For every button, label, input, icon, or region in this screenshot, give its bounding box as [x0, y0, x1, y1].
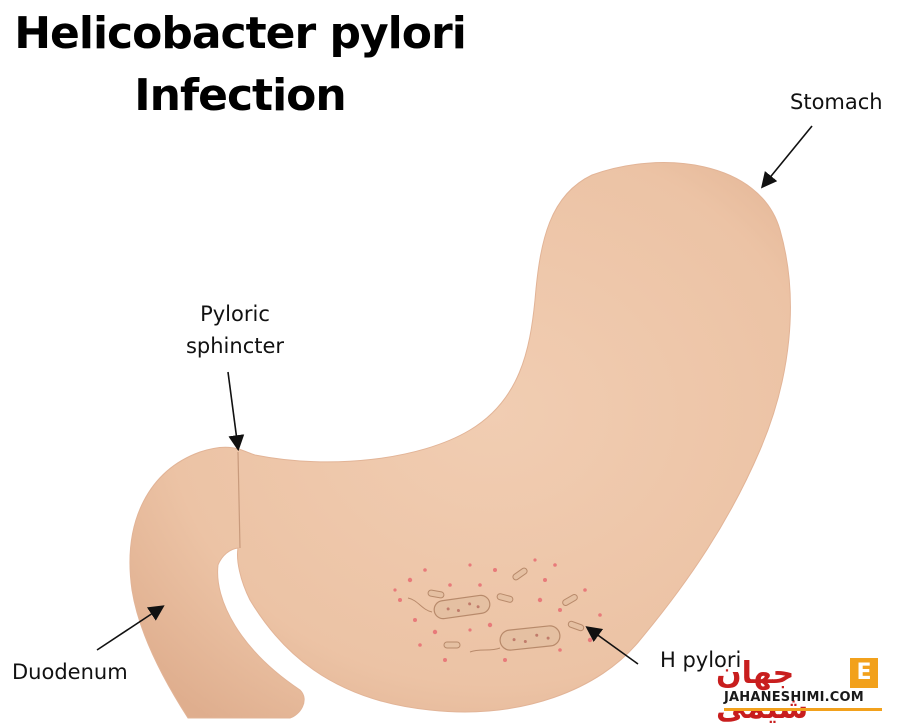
label-duodenum: Duodenum — [12, 660, 128, 684]
watermark-logo: جهان شیمی E JAHANESHIMI.COM — [716, 656, 886, 726]
h-pylori-arrow — [585, 626, 639, 665]
bacterium-large-1 — [433, 594, 491, 620]
duodenum-arrow — [96, 605, 165, 651]
stomach-shape — [129, 162, 791, 719]
watermark-e-badge: E — [850, 658, 878, 688]
title-line-1: Helicobacter pylori — [14, 8, 467, 59]
pyloric-arrow — [227, 371, 245, 452]
label-pyloric-line2: sphincter — [185, 334, 285, 358]
pyloric-sphincter-line — [237, 451, 241, 549]
bacterium-small-1 — [512, 567, 528, 581]
bacterium-small-5 — [443, 641, 461, 649]
label-pyloric-line1: Pyloric — [200, 302, 270, 326]
bacterium-small-2 — [562, 594, 578, 606]
stomach-arrow — [760, 125, 813, 189]
watermark-underline — [724, 708, 882, 711]
bacteria-dots — [393, 558, 602, 662]
label-h-pylori: H pylori — [660, 648, 742, 672]
watermark-url: JAHANESHIMI.COM — [724, 690, 864, 705]
bacterium-small-4 — [427, 589, 445, 599]
bacterium-small-3 — [496, 593, 514, 603]
title-line-2: Infection — [134, 70, 346, 121]
bacteria-cluster — [393, 558, 602, 662]
label-pyloric-sphincter: Pyloric sphincter — [170, 298, 300, 362]
label-stomach: Stomach — [790, 90, 883, 114]
bacterium-small-6 — [567, 620, 585, 632]
bacterium-large-2 — [499, 625, 561, 651]
